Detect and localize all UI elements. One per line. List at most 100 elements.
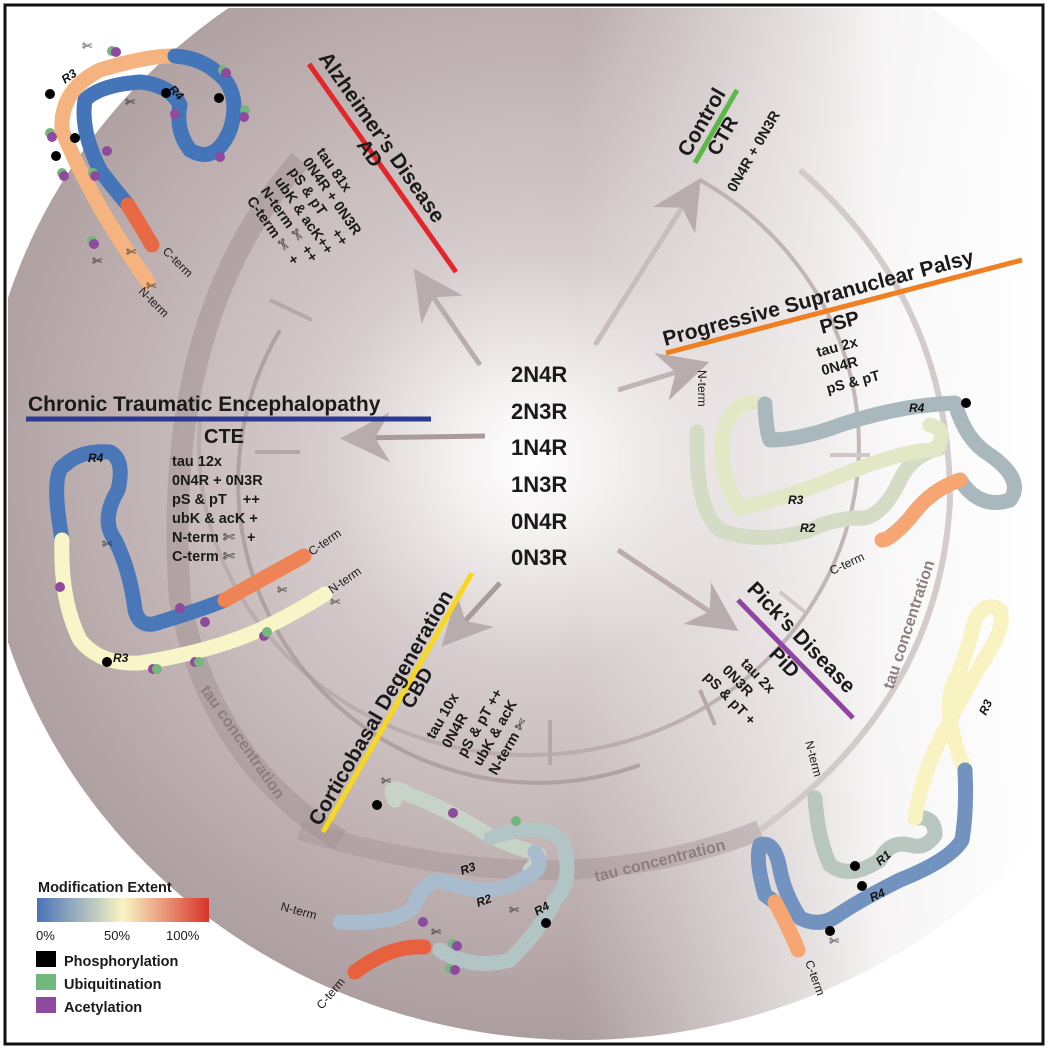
cleavage-site-icon: ✄ [330, 595, 340, 609]
r4-label: R4 [867, 885, 887, 904]
ubiquitination-swatch [36, 974, 56, 990]
cleavage-site-icon: ✄ [277, 583, 287, 597]
isoform: 2N4R [511, 362, 567, 387]
ubiquitination-site [511, 816, 521, 826]
legend-tick: 100% [166, 928, 200, 943]
cleavage-site-icon: ✄ [102, 537, 112, 551]
phosphorylation-site [51, 151, 61, 161]
r4-label: R4 [88, 451, 104, 465]
arrow-to-cbd [441, 581, 502, 647]
psp-fibril: R4 R3 R2 N-term C-term [689, 370, 1022, 578]
isoform: 0N4R [511, 509, 567, 534]
info-line: N-term ✄ + [172, 530, 255, 546]
arrow-to-pid [616, 547, 739, 632]
phosphorylation-site [45, 89, 55, 99]
cleavage-site-icon: ✄ [509, 903, 519, 917]
acetylation-site [221, 68, 231, 78]
tick [778, 590, 807, 614]
acetylation-site [239, 112, 249, 122]
phosphorylation-site [102, 657, 112, 667]
isoform-list: 2N4R 2N3R 1N4R 1N3R 0N4R 0N3R [511, 362, 567, 570]
info-line: tau 12x [172, 454, 222, 470]
isoform: 1N4R [511, 435, 567, 460]
acetylation-site [170, 109, 180, 119]
r2-label: R2 [474, 891, 494, 910]
r3-label: R3 [458, 859, 478, 878]
arrow-to-ad [413, 268, 483, 367]
cte-title: Chronic Traumatic Encephalopathy [28, 393, 381, 416]
info-line: pS & pT ++ [172, 492, 260, 508]
isoform: 0N3R [511, 545, 567, 570]
acetylation-swatch [36, 997, 56, 1013]
acetylation-site [175, 603, 185, 613]
legend: Modification Extent 0% 50% 100% Phosphor… [36, 880, 209, 1016]
arrow-to-cte [340, 412, 486, 463]
acetylation-site [90, 171, 100, 181]
ad-fibril: R3 R4 C-term N-term [45, 39, 250, 320]
isoform: 2N3R [511, 399, 567, 424]
tick [698, 689, 717, 726]
cleavage-site-icon: ✄ [381, 774, 391, 788]
acetylation-site [450, 965, 460, 975]
legend-label-phosphorylation: Phosphorylation [64, 954, 178, 970]
acetylation-site [418, 917, 428, 927]
acetylation-site [55, 582, 65, 592]
ubiquitination-site [262, 627, 272, 637]
cleavage-site-icon: ✄ [82, 39, 92, 53]
phosphorylation-swatch [36, 951, 56, 967]
cleavage-site-icon: ✄ [126, 245, 136, 259]
tau-band-right [758, 167, 954, 833]
r3-label: R3 [976, 697, 995, 717]
phosphorylation-site [161, 88, 171, 98]
acetylation-site [111, 47, 121, 57]
phosphorylation-site [961, 398, 971, 408]
legend-tick: 50% [104, 928, 130, 943]
r4-label: R4 [909, 401, 925, 415]
legend-label-ubiquitination: Ubiquitination [64, 977, 161, 993]
cte-abbr: CTE [204, 426, 244, 448]
arrow-to-psp [617, 352, 710, 401]
r3-label: R3 [788, 493, 804, 507]
legend-label-acetylation: Acetylation [64, 1000, 142, 1016]
cleavage-site-icon: ✄ [125, 95, 135, 109]
phosphorylation-site [850, 861, 860, 871]
tau-band-left [166, 152, 346, 850]
r2-label: R2 [800, 521, 816, 535]
phosphorylation-site [541, 918, 551, 928]
info-line: ubK & acK + [172, 511, 258, 527]
arrow-to-ctr [592, 178, 701, 347]
cleavage-site-icon: ✄ [92, 254, 102, 268]
legend-gradient-bar [37, 898, 209, 922]
isoform: 1N3R [511, 472, 567, 497]
cbd-color-bar [320, 571, 475, 834]
phosphorylation-site [214, 93, 224, 103]
legend-title: Modification Extent [38, 880, 172, 896]
ctr-color-bar [692, 88, 740, 165]
cleavage-site-icon: ✄ [146, 279, 156, 293]
n-term-label: N-term [695, 370, 709, 407]
acetylation-site [215, 152, 225, 162]
acetylation-site [47, 132, 57, 142]
acetylation-site [59, 171, 69, 181]
phosphorylation-site [70, 133, 80, 143]
phosphorylation-site [825, 926, 835, 936]
phosphorylation-site [857, 881, 867, 891]
ubiquitination-site [152, 664, 162, 674]
cleavage-site-icon: ✄ [829, 934, 839, 948]
cte-fibril: R4 R3 C-term N-term ✄ ✄ ✄ [49, 444, 364, 674]
disease-cte: Chronic Traumatic Encephalopathy CTE tau… [26, 393, 431, 674]
inner-arc [196, 178, 861, 758]
psp-color-bar [665, 257, 1023, 356]
cte-info: tau 12x 0N4R + 0N3R pS & pT ++ ubK & acK… [172, 454, 263, 565]
acetylation-site [452, 941, 462, 951]
cleavage-site-icon: ✄ [431, 925, 441, 939]
r3-label: R3 [113, 651, 129, 665]
acetylation-site [89, 239, 99, 249]
phosphorylation-site [372, 800, 382, 810]
ad-color-bar [306, 62, 459, 274]
tick [269, 298, 313, 322]
acetylation-site [448, 808, 458, 818]
ubiquitination-site [194, 657, 204, 667]
info-line: 0N4R + 0N3R [172, 473, 263, 489]
